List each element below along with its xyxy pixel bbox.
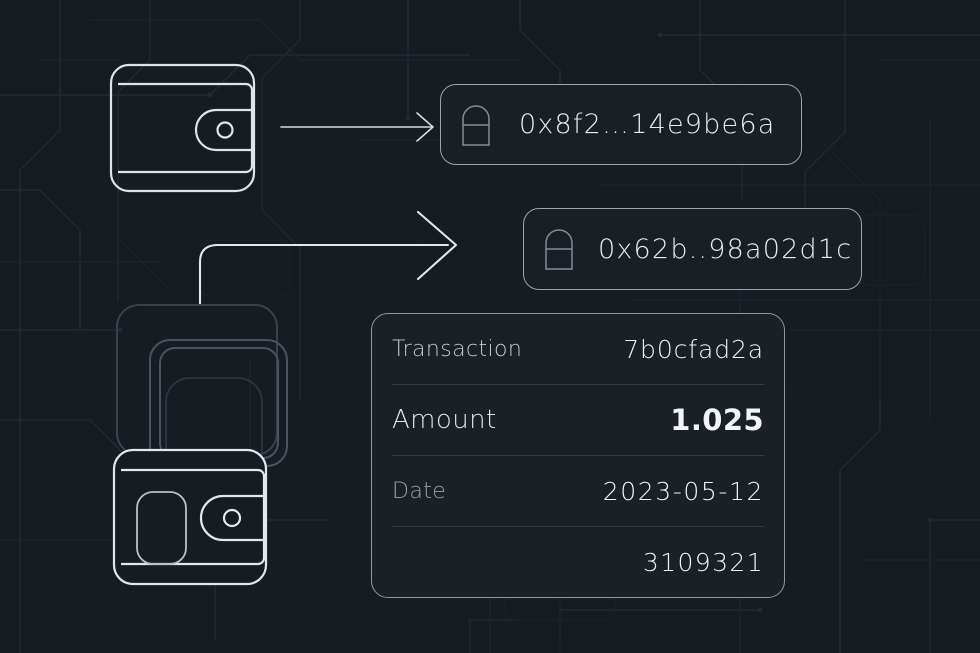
row-value: 2023-05-12 bbox=[602, 476, 764, 506]
address-pill-2-text: 0x62b..98a02d1c bbox=[598, 233, 853, 265]
transaction-card: Transaction 7b0cfad2a Amount 1.025 Date … bbox=[371, 313, 785, 598]
row-value: 7b0cfad2a bbox=[623, 334, 764, 364]
address-pill-2[interactable]: 0x62b..98a02d1c bbox=[523, 208, 862, 290]
address-pill-1[interactable]: 0x8f2…14e9be6a bbox=[440, 84, 802, 165]
transaction-row-date: Date 2023-05-12 bbox=[392, 456, 764, 527]
transaction-row-transaction: Transaction 7b0cfad2a bbox=[392, 314, 764, 385]
row-label: Amount bbox=[392, 405, 497, 435]
wallet-front bbox=[112, 448, 268, 586]
row-label: Date bbox=[392, 478, 447, 504]
arrow-right-icon bbox=[280, 112, 434, 142]
address-pill-1-text: 0x8f2…14e9be6a bbox=[519, 109, 776, 140]
row-value: 3109321 bbox=[642, 547, 764, 577]
wallet-ghost-back bbox=[116, 304, 278, 456]
transaction-row-block: 3109321 bbox=[392, 527, 764, 597]
wallet-icon-top bbox=[109, 63, 256, 193]
wallet-icon-bottom-stack bbox=[112, 304, 288, 586]
row-label: Transaction bbox=[392, 336, 523, 362]
transaction-row-amount: Amount 1.025 bbox=[392, 385, 764, 456]
lock-icon bbox=[462, 104, 490, 146]
lock-icon bbox=[545, 229, 573, 270]
arrow-elbow-right-icon bbox=[198, 210, 458, 307]
row-value: 1.025 bbox=[670, 403, 764, 437]
wallet-ghost-mid bbox=[149, 339, 288, 467]
